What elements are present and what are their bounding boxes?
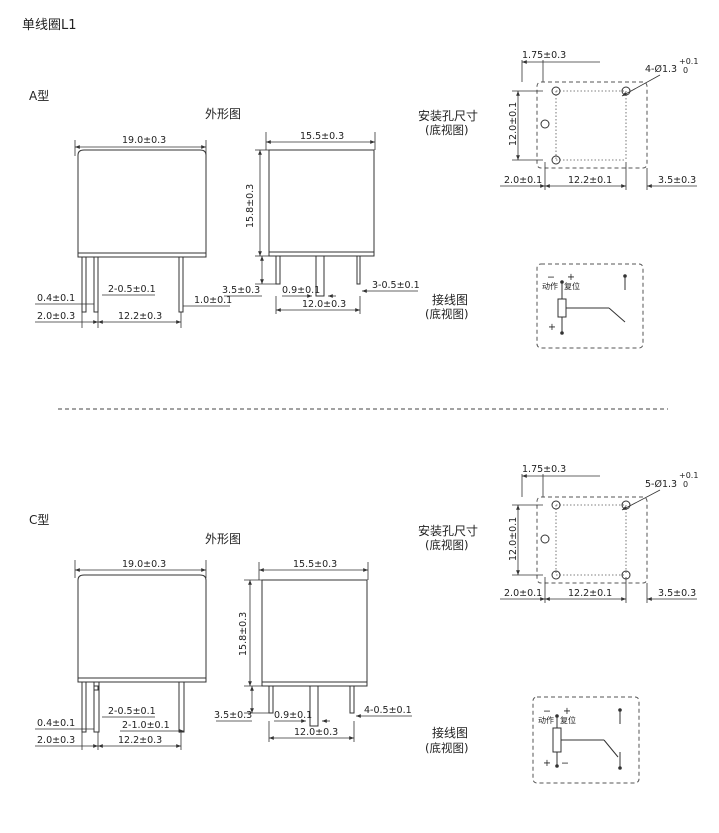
a-wiring-subtitle: (底视图) bbox=[425, 307, 468, 321]
a-side-pitch: 12.0±0.3 bbox=[302, 299, 346, 310]
type-a-outline-title: 外形图 bbox=[205, 107, 241, 121]
type-a-section: A型 外形图 19.0±0.3 0.4±0.1 2.0±0.3 2-0 bbox=[29, 50, 698, 349]
a-height: 15.8±0.3 bbox=[245, 184, 256, 228]
c-action-label: 动作 bbox=[538, 715, 554, 725]
type-a-wiring-diagram: − + 动作 复位 + bbox=[536, 263, 644, 349]
a-right: 3.5±0.3 bbox=[658, 175, 696, 186]
a-coil-plus-top: + bbox=[567, 272, 575, 283]
type-c-side-view: 15.5±0.3 15.8±0.3 3.5±0.3 0.9±0.1 4-0.5±… bbox=[214, 559, 412, 742]
c-side-pin-group: 4-0.5±0.1 bbox=[364, 705, 412, 716]
a-standoff: 3.5±0.3 bbox=[222, 285, 260, 296]
type-c-wiring-diagram: − + 动作 复位 + − bbox=[532, 696, 640, 784]
c-top-offset: 1.75±0.3 bbox=[522, 464, 566, 475]
c-wiring-subtitle: (底视图) bbox=[425, 741, 468, 755]
a-pin-group-2: 2-0.5±0.1 bbox=[108, 284, 156, 295]
c-mount-subtitle: (底视图) bbox=[425, 538, 468, 552]
a-left: 2.0±0.1 bbox=[504, 175, 542, 186]
a-reset-label: 复位 bbox=[564, 281, 580, 291]
type-c-mount-holes: 1.75±0.3 5-Ø1.3 +0.1 0 12.0±0.1 2.0±0.1 bbox=[500, 464, 698, 603]
c-coil-minus: − bbox=[543, 706, 551, 717]
c-left: 2.0±0.1 bbox=[504, 588, 542, 599]
c-coil-minus-bottom: − bbox=[561, 758, 569, 769]
c-coil-plus-top: + bbox=[563, 706, 571, 717]
a-tol-plus: +0.1 bbox=[679, 57, 698, 66]
a-holes: 4-Ø1.3 bbox=[645, 64, 677, 75]
a-coil-plus-bottom: + bbox=[548, 322, 556, 333]
type-a-side-view: 15.5±0.3 15.8±0.3 3.5±0.3 0.9±0.1 3-0.5±… bbox=[222, 131, 420, 314]
c-pin-width-a: 0.4±0.1 bbox=[37, 718, 75, 729]
c-pin-group-1: 2-1.0±0.1 bbox=[122, 720, 170, 731]
c-holes: 5-Ø1.3 bbox=[645, 479, 677, 490]
type-a-mount-holes: 1.75±0.3 4-Ø1.3 +0.1 0 12.0±0.1 2.0±0.1 bbox=[500, 50, 698, 190]
a-action-label: 动作 bbox=[542, 281, 558, 291]
c-tol-zero: 0 bbox=[683, 480, 688, 489]
c-reset-label: 复位 bbox=[560, 715, 576, 725]
a-side-width: 15.5±0.3 bbox=[300, 131, 344, 142]
a-pin-pitch-small: 2.0±0.3 bbox=[37, 311, 75, 322]
a-wiring-title: 接线图 bbox=[432, 292, 468, 307]
a-side-pin-group: 3-0.5±0.1 bbox=[372, 280, 420, 291]
a-pin-pitch-main: 12.2±0.3 bbox=[118, 311, 162, 322]
c-mount-title: 安装孔尺寸 bbox=[418, 523, 478, 538]
c-front-width: 19.0±0.3 bbox=[122, 559, 166, 570]
c-coil-plus-bottom: + bbox=[543, 758, 551, 769]
type-a-label: A型 bbox=[29, 89, 49, 103]
c-vertical: 12.0±0.1 bbox=[508, 517, 519, 561]
type-c-section: C型 外形图 19.0±0.3 0.4±0.1 2.0±0.3 2-0.5±0.… bbox=[29, 464, 698, 784]
type-a-front-view: 19.0±0.3 0.4±0.1 2.0±0.3 2-0.5±0.1 1.0±0… bbox=[35, 135, 232, 328]
c-right: 3.5±0.3 bbox=[658, 588, 696, 599]
c-height: 15.8±0.3 bbox=[238, 612, 249, 656]
c-side-pitch: 12.0±0.3 bbox=[294, 727, 338, 738]
a-pin-width-a: 0.4±0.1 bbox=[37, 293, 75, 304]
type-c-label: C型 bbox=[29, 513, 49, 527]
c-pin-pitch-small: 2.0±0.3 bbox=[37, 735, 75, 746]
a-front-width: 19.0±0.3 bbox=[122, 135, 166, 146]
a-vertical: 12.0±0.1 bbox=[508, 102, 519, 146]
c-wiring-title: 接线图 bbox=[432, 725, 468, 740]
a-pin-width-b: 1.0±0.1 bbox=[194, 295, 232, 306]
c-middle: 12.2±0.1 bbox=[568, 588, 612, 599]
a-top-offset: 1.75±0.3 bbox=[522, 50, 566, 61]
c-pin-group-2: 2-0.5±0.1 bbox=[108, 706, 156, 717]
a-mount-title: 安装孔尺寸 bbox=[418, 108, 478, 123]
a-middle: 12.2±0.1 bbox=[568, 175, 612, 186]
c-pin-pitch-main: 12.2±0.3 bbox=[118, 735, 162, 746]
c-side-width: 15.5±0.3 bbox=[293, 559, 337, 570]
c-side-pin-width: 0.9±0.1 bbox=[274, 710, 312, 721]
a-mount-subtitle: (底视图) bbox=[425, 123, 468, 137]
type-c-front-view: 19.0±0.3 0.4±0.1 2.0±0.3 2-0.5±0.1 2-1.0… bbox=[35, 559, 207, 750]
type-c-outline-title: 外形图 bbox=[205, 532, 241, 546]
c-standoff: 3.5±0.3 bbox=[214, 710, 252, 721]
page-title: 单线圈L1 bbox=[22, 18, 77, 33]
a-tol-zero: 0 bbox=[683, 66, 688, 75]
a-coil-minus: − bbox=[547, 272, 555, 283]
c-tol-plus: +0.1 bbox=[679, 471, 698, 480]
a-side-pin-width: 0.9±0.1 bbox=[282, 285, 320, 296]
